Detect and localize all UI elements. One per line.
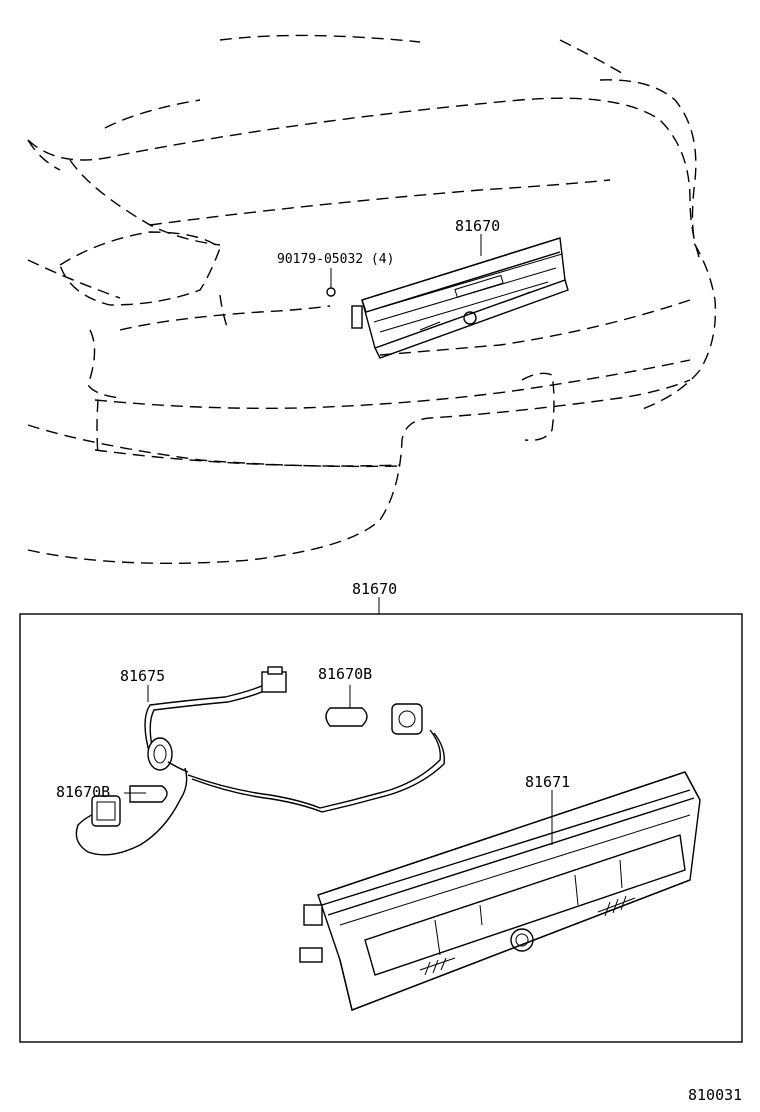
nut-part [326,268,336,297]
callout-wire: 81675 [120,667,165,685]
grommet [147,737,173,771]
upper-license-lamp-assembly [351,237,569,359]
callout-bulb-left: 81670B [56,783,110,801]
connector [261,671,287,693]
detail-box [19,613,743,1043]
callout-upper-assembly: 81670 [455,217,500,235]
socket-left [91,795,121,827]
wire-harness [75,666,445,856]
figure-number: 810031 [688,1086,742,1104]
callout-nut: 90179-05032 (4) [277,252,394,267]
callout-bulb-right: 81670B [318,665,372,683]
callout-box-assembly: 81670 [352,580,397,598]
callout-lens: 81671 [525,773,570,791]
socket-right [391,703,423,735]
bulb-right-part [325,685,368,727]
car-body-outline [27,34,717,565]
bulb-left-part [124,785,168,803]
lens-assembly [299,771,701,1011]
